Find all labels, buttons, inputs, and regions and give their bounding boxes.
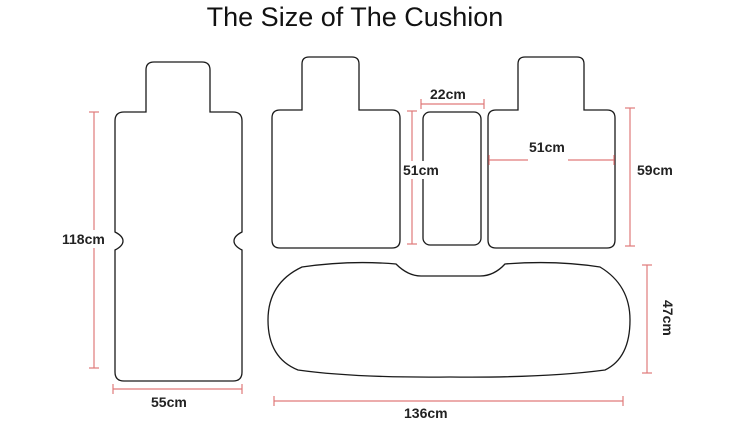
dim-rear-seat-width (273, 396, 624, 406)
dim-side-width (488, 155, 615, 165)
dim-middle-width (420, 99, 485, 109)
label-rear-seat-width: 136cm (404, 405, 448, 421)
label-side-width: 51cm (529, 139, 565, 155)
rear-backrest-right (487, 56, 616, 249)
label-front-height: 118cm (62, 231, 105, 247)
label-rear-seat-height: 47cm (660, 300, 676, 336)
label-middle-height: 51cm (403, 162, 439, 178)
dim-front-width (112, 384, 243, 394)
dim-side-height (625, 107, 635, 247)
label-front-width: 55cm (151, 394, 187, 410)
diagram-title: The Size of The Cushion (206, 2, 504, 32)
front-seat-cushion (114, 61, 243, 382)
rear-backrest-left (271, 56, 401, 249)
label-middle-width: 22cm (430, 86, 466, 102)
rear-seat-cushion (267, 261, 631, 378)
label-side-height: 59cm (637, 162, 673, 178)
dim-rear-seat-height (642, 264, 652, 374)
